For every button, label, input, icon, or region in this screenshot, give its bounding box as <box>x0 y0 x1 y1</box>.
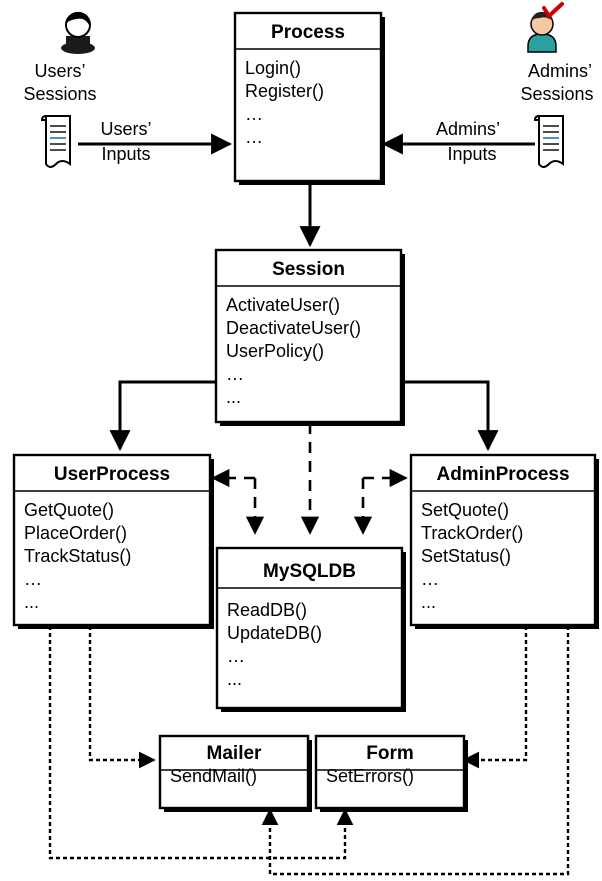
userprocess-to-form-arrow <box>48 626 354 860</box>
userprocess-method: GetQuote() <box>24 500 114 520</box>
session-to-userprocess-arrow <box>109 380 216 452</box>
form-method: SetErrors() <box>326 766 414 786</box>
session-method: DeactivateUser() <box>226 318 361 338</box>
form-box-frame <box>314 734 466 810</box>
user-person-icon <box>61 11 95 54</box>
session-method: ... <box>226 387 241 407</box>
userprocess-method: … <box>24 569 42 589</box>
adminprocess-box-frame <box>409 453 597 627</box>
mailer-method: SendMail() <box>170 766 257 786</box>
mysqldb-method: ... <box>227 669 242 689</box>
session-class-title: Session <box>272 259 345 280</box>
admins-inputs-label-1: Admins’ <box>436 119 500 139</box>
process-method: Register() <box>245 81 324 101</box>
adminprocess-method: TrackOrder() <box>421 523 523 543</box>
adminprocess-method: ... <box>421 592 436 612</box>
adminprocess-method: SetQuote() <box>421 500 509 520</box>
userprocess-method: PlaceOrder() <box>24 523 127 543</box>
process-box-frame <box>233 11 383 183</box>
adminprocess-to-mailer-arrow <box>261 626 570 876</box>
process-method: … <box>245 127 263 147</box>
mailer-box-frame <box>158 734 310 810</box>
process-method: … <box>245 104 263 124</box>
adminprocess-method: … <box>421 569 439 589</box>
admins-actor: Admins’ Sessions <box>520 2 594 168</box>
mysqldb-class-box: MySQLDB ReadDB() UpdateDB() …... <box>215 546 406 712</box>
document-icon <box>40 115 71 168</box>
form-class-title: Form <box>366 743 414 764</box>
userprocess-method: TrackStatus() <box>24 546 131 566</box>
mysqldb-box-frame <box>215 546 404 710</box>
session-method: ActivateUser() <box>226 295 340 315</box>
userprocess-to-mailer-arrow <box>88 626 156 769</box>
session-box-frame <box>214 248 403 424</box>
users-inputs-label-1: Users’ <box>100 119 151 139</box>
users-sessions-label-1: Users’ <box>34 61 85 81</box>
users-sessions-label-2: Sessions <box>23 84 96 104</box>
admins-sessions-label-2: Sessions <box>520 84 593 104</box>
session-method: … <box>226 364 244 384</box>
adminprocess-class-title: AdminProcess <box>436 464 569 485</box>
users-inputs-label-2: Inputs <box>101 144 150 164</box>
userprocess-method: ... <box>24 592 39 612</box>
mysqldb-class-title: MySQLDB <box>263 561 356 582</box>
mysqldb-method: UpdateDB() <box>227 623 322 643</box>
users-actor: Users’ Sessions <box>23 11 97 168</box>
admins-sessions-label-1: Admins’ <box>528 61 592 81</box>
adminprocess-method: SetStatus() <box>421 546 511 566</box>
process-method: Login() <box>245 58 301 78</box>
document-icon <box>533 115 564 168</box>
adminprocess-to-form-arrow <box>462 626 528 769</box>
session-to-adminprocess-arrow <box>401 380 499 452</box>
admins-inputs-label-2: Inputs <box>447 144 496 164</box>
userprocess-class-title: UserProcess <box>54 464 170 485</box>
admin-person-icon <box>527 2 564 53</box>
session-method: UserPolicy() <box>226 341 324 361</box>
mysqldb-method: … <box>227 646 245 666</box>
process-class-title: Process <box>271 22 345 43</box>
mysqldb-method: ReadDB() <box>227 600 307 620</box>
userprocess-box-frame <box>12 453 212 627</box>
mailer-class-title: Mailer <box>207 743 263 764</box>
